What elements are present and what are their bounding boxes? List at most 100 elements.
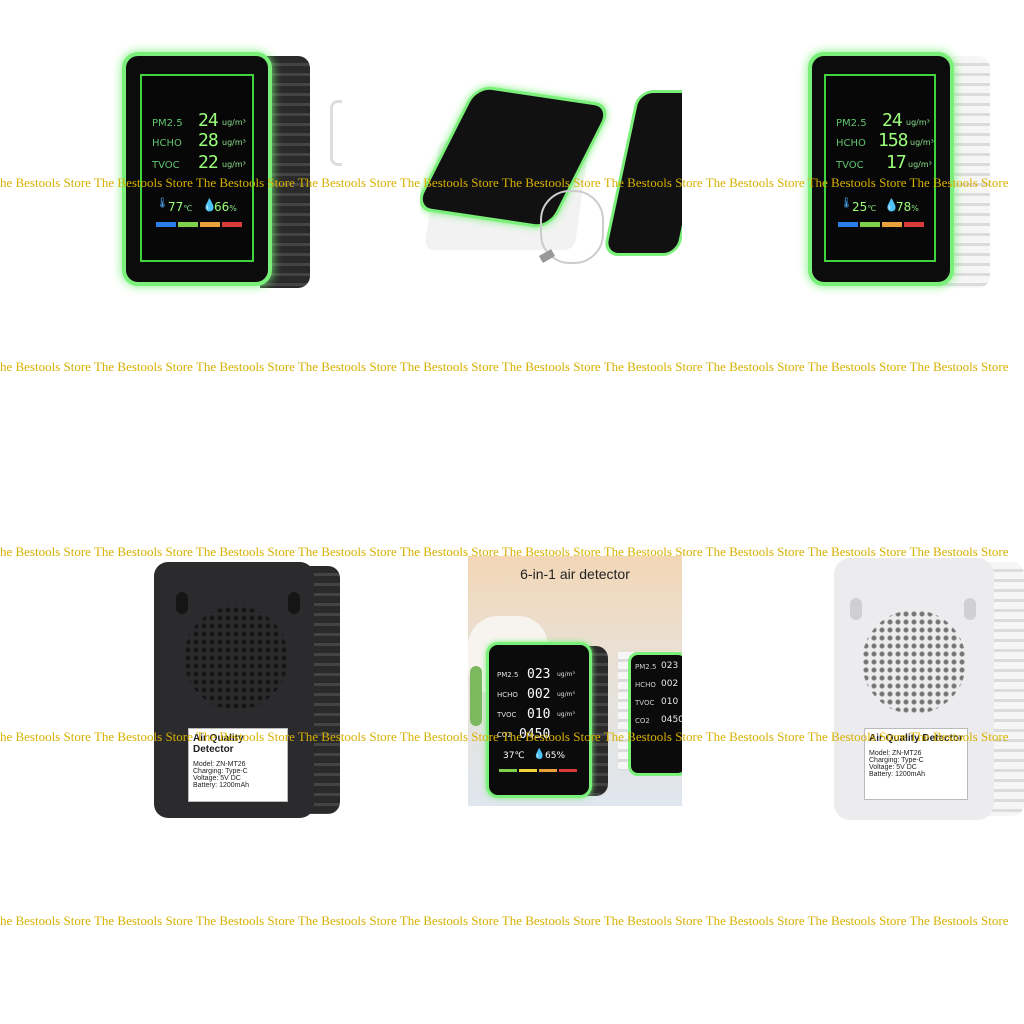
droplet-icon: 💧 [533,749,546,760]
label-title: Air Quality Detector [869,733,963,744]
pm25-label: PM2.5 [152,118,183,129]
humidity-value: 65% [545,751,566,761]
hcho-value: 002 [527,687,551,702]
product-image-white-front[interactable]: PM2.5 24 ug/m³ HCHO 158 ug/m³ TVOC 17 ug… [796,40,1024,300]
label-charging: Charging: Type-C [869,757,924,764]
product-image-black-back[interactable]: Air Quality Detector Model: ZN-MT26 Char… [150,560,342,822]
second-device: PM2.5 023 HCHO 002 TVOC 010 CO2 0450 [628,652,682,776]
pm25-unit: ug/m³ [557,671,575,678]
hcho-label: HCHO [836,138,866,149]
second-pm25-value: 023 [661,661,679,671]
device-front: PM2.5 24 ug/m³ HCHO 28 ug/m³ TVOC 22 ug/… [122,52,272,286]
speaker-grille [184,606,288,710]
co2-value: 0450 [519,727,551,742]
label-battery: Battery: 1200mAh [869,771,926,778]
plant [470,666,482,726]
device-back-white: Air Quality Detector Model: ZN-MT26 Char… [834,558,994,820]
usb-cable [540,190,604,264]
mount-hole-left [850,598,862,620]
aqi-bar-green [499,769,517,772]
label-model: Model: ZN-MT26 [869,750,922,757]
tvoc-label: TVOC [152,160,180,171]
product-image-lifestyle[interactable]: 6-in-1 air detector PM2.5 023 HCHO 002 T… [468,556,682,806]
aqi-bar-orange [200,222,220,227]
aqi-bar-yellow [519,769,537,772]
tvoc-value: 17 [886,152,907,173]
aqi-bar-orange [882,222,902,227]
spec-label: Air Quality Detector Model: ZN-MT26 Char… [188,728,288,802]
co2-label: CO2 [497,731,512,739]
pm25-value: 023 [527,667,551,682]
second-hcho-value: 002 [661,679,679,689]
spec-label: Air Quality Detector Model: ZN-MT26 Char… [864,728,968,800]
label-model: Model: ZN-MT26 [193,761,246,768]
pm25-unit: ug/m³ [906,118,930,127]
tvoc-unit: ug/m³ [222,160,246,169]
hcho-label: HCHO [152,138,182,149]
headline: 6-in-1 air detector [520,566,630,582]
second-pm25-label: PM2.5 [635,663,657,671]
hcho-value: 28 [198,130,219,151]
label-charging: Charging: Type-C [193,768,248,775]
hcho-unit: ug/m³ [222,138,246,147]
humidity-value: 66% [214,200,237,214]
aqi-bar-blue [838,222,858,227]
tvoc-unit: ug/m³ [908,160,932,169]
hcho-value: 158 [878,130,908,151]
pm25-label: PM2.5 [497,671,519,679]
temperature-value: 77℃ [168,200,193,214]
pm25-unit: ug/m³ [222,118,246,127]
temperature-value: 37℃ [503,751,525,761]
aqi-bar-red [222,222,242,227]
lcd-screen: PM2.5 24 ug/m³ HCHO 158 ug/m³ TVOC 17 ug… [824,74,936,262]
thermometer-icon: 🌡 [156,198,169,209]
droplet-icon: 💧 [202,198,217,212]
hcho-unit: ug/m³ [557,691,575,698]
device-back: Air Quality Detector Model: ZN-MT26 Char… [154,562,314,818]
mount-hole-right [288,592,300,614]
mount-hole-left [176,592,188,614]
hcho-unit: ug/m³ [910,138,934,147]
aqi-bar-blue [156,222,176,227]
speaker-grille [862,610,966,714]
product-image-white-back[interactable]: Air Quality Detector Model: ZN-MT26 Char… [832,556,1024,824]
second-hcho-label: HCHO [635,681,656,689]
watermark-row-2: The Bestools Store The Bestools Store Th… [0,359,1009,374]
label-voltage: Voltage: 5V DC [193,775,241,782]
device-front: PM2.5 24 ug/m³ HCHO 158 ug/m³ TVOC 17 ug… [808,52,954,286]
aqi-bar-green [860,222,880,227]
pm25-label: PM2.5 [836,118,867,129]
label-voltage: Voltage: 5V DC [869,764,917,771]
label-title: Air Quality Detector [193,733,244,755]
lcd-screen: PM2.5 24 ug/m³ HCHO 28 ug/m³ TVOC 22 ug/… [140,74,254,262]
product-image-black-front[interactable]: PM2.5 24 ug/m³ HCHO 28 ug/m³ TVOC 22 ug/… [110,40,342,300]
hcho-label: HCHO [497,691,518,699]
product-image-angled[interactable] [420,80,682,280]
second-tvoc-label: TVOC [635,699,655,707]
second-co2-label: CO2 [635,717,650,725]
watermark-row-5: The Bestools Store The Bestools Store Th… [0,913,1009,928]
aqi-bar-orange [539,769,557,772]
tvoc-value: 22 [198,152,219,173]
aqi-bar-red [904,222,924,227]
second-device-edge [602,90,682,256]
aqi-bar-green [178,222,198,227]
main-device: PM2.5 023 ug/m³ HCHO 002 ug/m³ TVOC 010 … [486,642,592,798]
temperature-value: 25℃ [852,200,877,214]
tvoc-label: TVOC [497,711,517,719]
cable-coil [330,100,342,166]
thermometer-icon: 🌡 [840,198,853,209]
aqi-bar-red [559,769,577,772]
tvoc-label: TVOC [836,160,864,171]
mount-hole-right [964,598,976,620]
humidity-value: 78% [896,200,919,214]
second-tvoc-value: 010 [661,697,679,707]
tvoc-unit: ug/m³ [557,711,575,718]
pm25-value: 24 [882,110,903,131]
droplet-icon: 💧 [884,198,899,212]
tvoc-value: 010 [527,707,551,722]
usb-plug [538,249,556,263]
label-battery: Battery: 1200mAh [193,782,250,789]
pm25-value: 24 [198,110,219,131]
second-co2-value: 0450 [661,715,682,725]
